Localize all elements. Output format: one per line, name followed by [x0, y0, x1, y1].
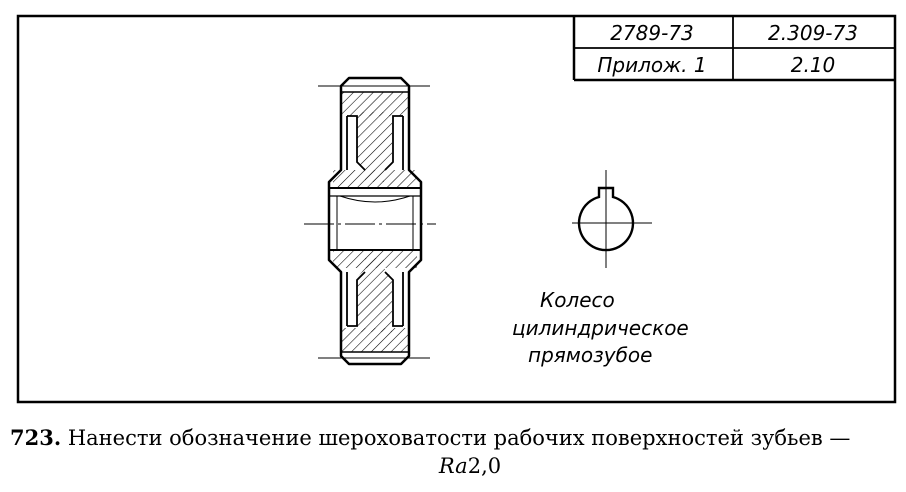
exercise-number: 723.: [10, 425, 62, 450]
title-cell-3: Прилож. 1: [597, 53, 706, 77]
roughness-symbol: Ra: [438, 454, 468, 478]
bore-with-keyway: [577, 186, 635, 252]
drawing-frame: [16, 14, 897, 404]
part-name-line-1: Колесо: [540, 288, 615, 312]
roughness-number: 2,0: [467, 454, 502, 478]
title-cell-1: 2789-73: [610, 21, 694, 45]
title-cell-4: 2.10: [791, 53, 836, 77]
title-block: 2789-73 2.309-73 Прилож. 1 2.10: [572, 16, 895, 82]
part-name-line-3: прямозубое: [528, 343, 652, 367]
part-name-line-2: цилиндрическое: [512, 316, 689, 340]
gear-hatching-top: [333, 92, 417, 188]
gear-section-view: [304, 76, 436, 366]
keyway-end-view: [572, 170, 652, 268]
gear-hatching-bottom: [333, 250, 417, 352]
part-name-label: Колесо цилиндрическое прямозубое: [512, 288, 689, 367]
title-cell-2: 2.309-73: [768, 21, 858, 45]
exercise-text: Нанести обозначение шероховатости рабочи…: [67, 426, 851, 450]
exercise-caption: 723. Нанести обозначение шероховатости р…: [10, 424, 900, 480]
roughness-value: Ra2,0: [10, 452, 900, 480]
gear-outline: [327, 76, 423, 366]
